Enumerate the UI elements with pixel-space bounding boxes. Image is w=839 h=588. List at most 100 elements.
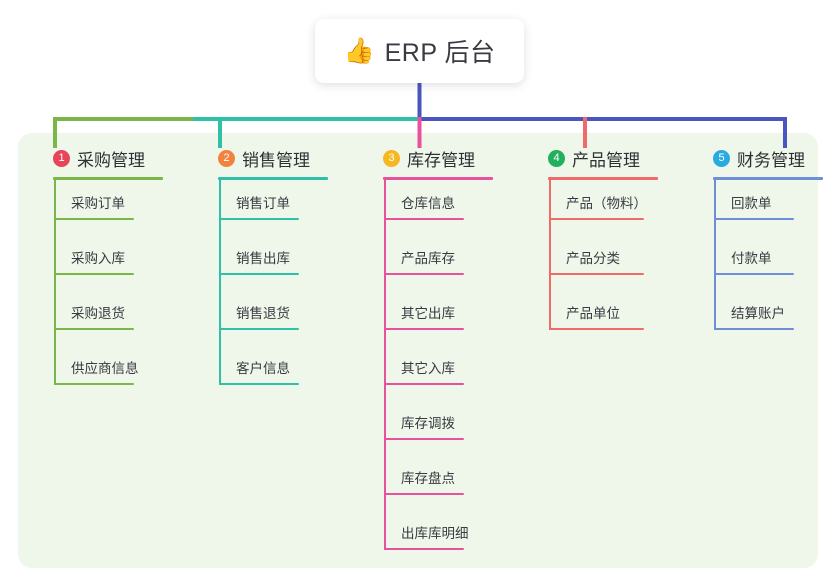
column-spine bbox=[384, 180, 386, 550]
leaf-item-label: 采购退货 bbox=[71, 306, 125, 321]
column-badge-icon: 3 bbox=[383, 149, 400, 167]
column-title: 销售管理 bbox=[242, 150, 310, 170]
leaf-item-rule bbox=[384, 383, 464, 385]
leaf-item-rule bbox=[219, 218, 299, 220]
column-title: 采购管理 bbox=[77, 150, 145, 170]
leaf-item-rule bbox=[54, 218, 134, 220]
leaf-item-rule bbox=[549, 273, 644, 275]
column-1: 1 采购管理采购订单采购入库采购退货供应商信息 bbox=[36, 145, 163, 400]
leaf-item-label: 库存盘点 bbox=[401, 471, 455, 486]
leaf-item-label: 其它出库 bbox=[401, 306, 455, 321]
leaf-item[interactable]: 产品（物料） bbox=[531, 180, 658, 235]
leaf-item-label: 供应商信息 bbox=[71, 361, 139, 376]
column-items: 销售订单销售出库销售退货客户信息 bbox=[201, 180, 328, 400]
leaf-item-label: 产品分类 bbox=[566, 251, 620, 266]
leaf-item[interactable]: 仓库信息 bbox=[366, 180, 493, 235]
leaf-item-rule bbox=[384, 328, 464, 330]
leaf-item-rule bbox=[219, 383, 299, 385]
column-5: 5 财务管理回款单付款单结算账户 bbox=[696, 145, 823, 345]
leaf-item-label: 结算账户 bbox=[731, 306, 785, 321]
diagram-background-panel bbox=[18, 133, 818, 568]
leaf-item-label: 采购订单 bbox=[71, 196, 125, 211]
leaf-item-rule bbox=[384, 493, 464, 495]
leaf-item-rule bbox=[54, 328, 134, 330]
column-items: 产品（物料） 产品分类产品单位 bbox=[531, 180, 658, 345]
column-title: 产品管理 bbox=[572, 150, 640, 170]
column-badge-icon: 1 bbox=[53, 149, 70, 167]
column-header-5[interactable]: 5 财务管理 bbox=[696, 145, 823, 171]
leaf-item-rule bbox=[549, 328, 644, 330]
column-spine bbox=[219, 180, 221, 385]
leaf-item[interactable]: 产品库存 bbox=[366, 235, 493, 290]
column-underline bbox=[548, 177, 658, 180]
leaf-item-label: 产品单位 bbox=[566, 306, 620, 321]
leaf-item-label: 客户信息 bbox=[236, 361, 290, 376]
leaf-item[interactable]: 其它入库 bbox=[366, 345, 493, 400]
leaf-item[interactable]: 销售订单 bbox=[201, 180, 328, 235]
leaf-item[interactable]: 付款单 bbox=[696, 235, 823, 290]
leaf-item[interactable]: 客户信息 bbox=[201, 345, 328, 400]
leaf-item-rule bbox=[219, 328, 299, 330]
leaf-item-label: 采购入库 bbox=[71, 251, 125, 266]
leaf-item-rule bbox=[714, 328, 794, 330]
column-items: 回款单付款单结算账户 bbox=[696, 180, 823, 345]
leaf-item[interactable]: 库存盘点 bbox=[366, 455, 493, 510]
leaf-item-rule bbox=[54, 273, 134, 275]
column-3: 3 库存管理仓库信息产品库存其它出库其它入库库存调拨库存盘点出库库明细 bbox=[366, 145, 493, 565]
leaf-item[interactable]: 采购入库 bbox=[36, 235, 163, 290]
leaf-item-label: 出库库明细 bbox=[401, 526, 469, 541]
leaf-item-label: 仓库信息 bbox=[401, 196, 455, 211]
column-underline bbox=[713, 177, 823, 180]
leaf-item[interactable]: 出库库明细 bbox=[366, 510, 493, 565]
leaf-item-rule bbox=[219, 273, 299, 275]
leaf-item[interactable]: 库存调拨 bbox=[366, 400, 493, 455]
column-underline bbox=[383, 177, 493, 180]
leaf-item-rule bbox=[384, 548, 464, 550]
leaf-item-label: 产品（物料） bbox=[566, 196, 647, 211]
column-spine bbox=[714, 180, 716, 330]
leaf-item[interactable]: 结算账户 bbox=[696, 290, 823, 345]
column-title: 财务管理 bbox=[737, 150, 805, 170]
root-title: ERP 后台 bbox=[384, 39, 496, 67]
column-header-4[interactable]: 4 产品管理 bbox=[531, 145, 658, 171]
leaf-item[interactable]: 销售出库 bbox=[201, 235, 328, 290]
column-title: 库存管理 bbox=[407, 150, 475, 170]
column-badge-icon: 4 bbox=[548, 149, 565, 167]
column-underline bbox=[218, 177, 328, 180]
leaf-item-label: 其它入库 bbox=[401, 361, 455, 376]
leaf-item[interactable]: 其它出库 bbox=[366, 290, 493, 345]
leaf-item-label: 销售出库 bbox=[236, 251, 290, 266]
leaf-item[interactable]: 产品分类 bbox=[531, 235, 658, 290]
leaf-item-rule bbox=[384, 273, 464, 275]
leaf-item-rule bbox=[714, 218, 794, 220]
leaf-item-rule bbox=[54, 383, 134, 385]
column-4: 4 产品管理产品（物料） 产品分类产品单位 bbox=[531, 145, 658, 345]
leaf-item-rule bbox=[549, 218, 644, 220]
column-header-1[interactable]: 1 采购管理 bbox=[36, 145, 163, 171]
leaf-item[interactable]: 采购退货 bbox=[36, 290, 163, 345]
column-header-3[interactable]: 3 库存管理 bbox=[366, 145, 493, 171]
leaf-item-rule bbox=[384, 438, 464, 440]
leaf-item[interactable]: 销售退货 bbox=[201, 290, 328, 345]
leaf-item[interactable]: 采购订单 bbox=[36, 180, 163, 235]
leaf-item[interactable]: 供应商信息 bbox=[36, 345, 163, 400]
leaf-item-label: 产品库存 bbox=[401, 251, 455, 266]
column-badge-icon: 5 bbox=[713, 149, 730, 167]
column-spine bbox=[549, 180, 551, 330]
leaf-item-rule bbox=[714, 273, 794, 275]
column-underline bbox=[53, 177, 163, 180]
column-items: 仓库信息产品库存其它出库其它入库库存调拨库存盘点出库库明细 bbox=[366, 180, 493, 565]
leaf-item-label: 销售退货 bbox=[236, 306, 290, 321]
column-items: 采购订单采购入库采购退货供应商信息 bbox=[36, 180, 163, 400]
leaf-item[interactable]: 产品单位 bbox=[531, 290, 658, 345]
leaf-item-label: 回款单 bbox=[731, 196, 772, 211]
root-node[interactable]: 👍 ERP 后台 bbox=[315, 19, 524, 83]
thumbs-up-icon: 👍 bbox=[343, 36, 375, 65]
leaf-item-rule bbox=[384, 218, 464, 220]
leaf-item-label: 库存调拨 bbox=[401, 416, 455, 431]
leaf-item-label: 付款单 bbox=[731, 251, 772, 266]
column-spine bbox=[54, 180, 56, 385]
leaf-item[interactable]: 回款单 bbox=[696, 180, 823, 235]
